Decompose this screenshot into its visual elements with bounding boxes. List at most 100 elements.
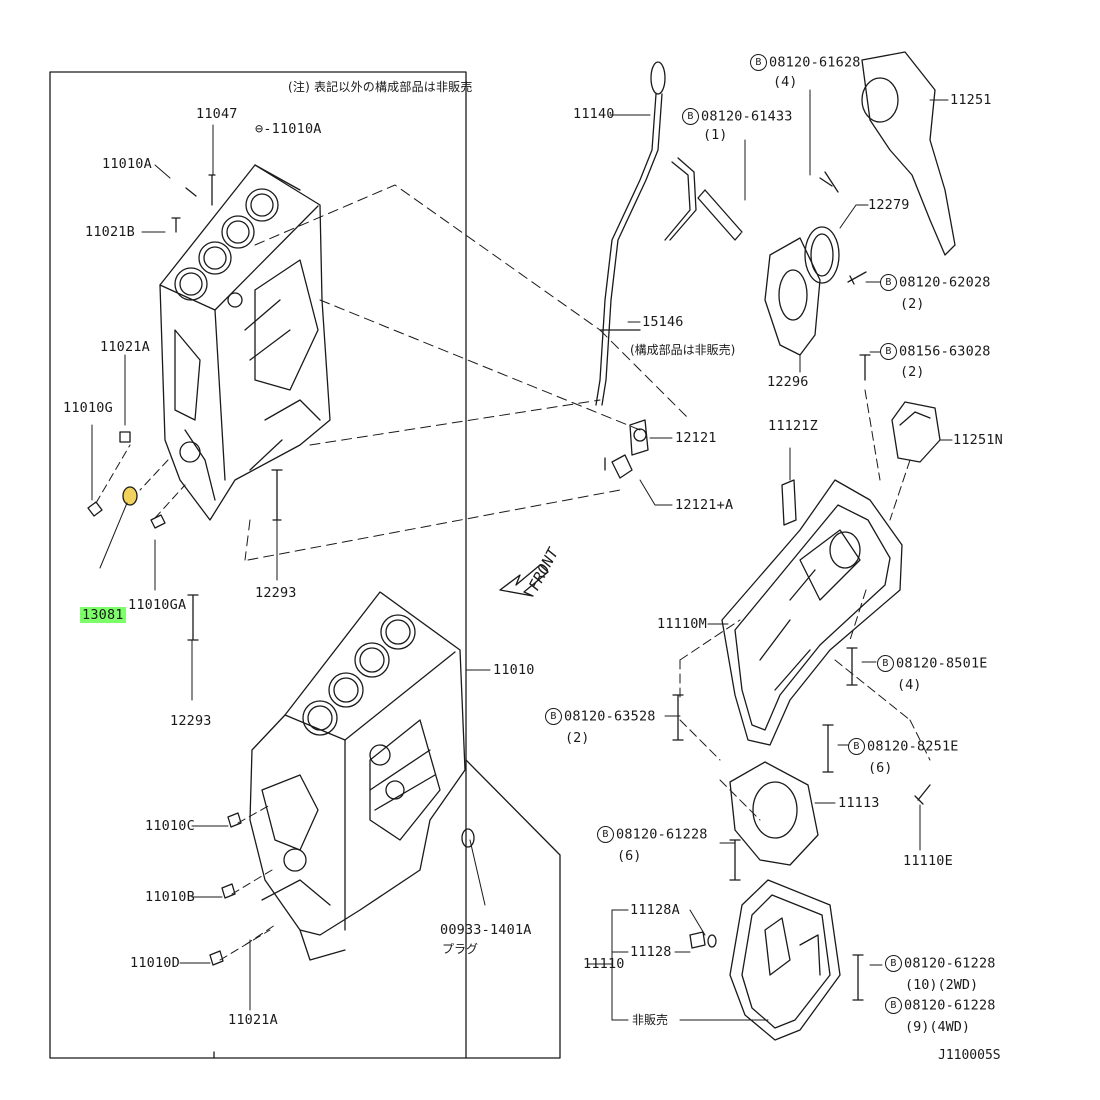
bolt-b-icon: B bbox=[545, 708, 562, 725]
part-label-12293-a[interactable]: 12293 bbox=[255, 585, 297, 601]
part-label-11010[interactable]: 11010 bbox=[493, 662, 535, 678]
part-sublabel-plug: プラグ bbox=[442, 942, 479, 956]
part-label-00933-1401a[interactable]: 00933-1401A bbox=[440, 922, 532, 938]
bolt-08120-61433-shape bbox=[697, 189, 743, 241]
bolt-b-icon: B bbox=[880, 274, 897, 291]
part-sublabel-15146: (構成部品は非販売) bbox=[630, 343, 736, 357]
leaders-gauge bbox=[609, 114, 746, 323]
part-label-11010ga[interactable]: 11010GA bbox=[128, 597, 187, 613]
part-label-11110e[interactable]: 11110E bbox=[903, 853, 953, 869]
part-label-11021b[interactable]: 11021B bbox=[85, 224, 135, 240]
bolts-top-right bbox=[819, 171, 871, 381]
part-label-12296[interactable]: 12296 bbox=[767, 374, 809, 390]
leaders-lower-left-dashed bbox=[219, 804, 276, 961]
part-label-11010c[interactable]: 11010C bbox=[145, 818, 195, 834]
small-parts-lower bbox=[209, 812, 475, 966]
strainer-11121z-drawing bbox=[781, 479, 797, 526]
note-text: (注) 表記以外の構成部品は非販売 bbox=[288, 80, 473, 94]
part-label-11010d[interactable]: 11010D bbox=[130, 955, 180, 971]
leaders-12121 bbox=[639, 437, 673, 506]
quantity-08120-63528: (2) bbox=[565, 730, 590, 746]
part-label-12121a[interactable]: 12121+A bbox=[675, 497, 734, 513]
part-label-15146[interactable]: 15146 bbox=[642, 314, 684, 330]
bolt-b-icon: B bbox=[880, 343, 897, 360]
small-parts-upper bbox=[87, 174, 283, 1059]
highlighted-part-number: 13081 bbox=[80, 607, 126, 623]
part-13081-marker bbox=[122, 486, 138, 506]
bolt-b-icon: B bbox=[885, 955, 902, 972]
part-label-12279[interactable]: 12279 bbox=[868, 197, 910, 213]
oil-pan-lower-11110-drawing bbox=[729, 879, 841, 1041]
bolt-b-icon: B bbox=[877, 655, 894, 672]
part-label-11010a-bolt[interactable]: ⊖-11010A bbox=[255, 121, 322, 137]
retainer-12296-drawing bbox=[764, 237, 821, 356]
part-label-11121z[interactable]: 11121Z bbox=[768, 418, 818, 434]
part-label-11251n[interactable]: 11251N bbox=[953, 432, 1003, 448]
gasket-11113-drawing bbox=[729, 761, 819, 866]
bolt-b-icon: B bbox=[885, 997, 902, 1014]
part-label-11128a[interactable]: 11128A bbox=[630, 902, 680, 918]
quantity-08120-61433: (1) bbox=[703, 127, 728, 143]
part-12121-drawing bbox=[604, 419, 649, 479]
bolt-b-icon: B bbox=[597, 826, 614, 843]
bolt-b-icon: B bbox=[682, 108, 699, 125]
part-label-11047[interactable]: 11047 bbox=[196, 106, 238, 122]
cylinder-block-upper-drawing bbox=[159, 164, 331, 521]
quantity-08156-63028: (2) bbox=[900, 364, 925, 380]
leaders-top-right bbox=[809, 89, 881, 353]
cylinder-block-lower-drawing bbox=[249, 591, 466, 961]
diagram-reference: J110005S bbox=[938, 1048, 1001, 1063]
cover-11251-drawing bbox=[861, 51, 956, 256]
part-label-11110[interactable]: 11110 bbox=[583, 956, 625, 972]
minus-bolt-icon: ⊖- bbox=[255, 121, 272, 137]
not-sold-label: 非販売 bbox=[632, 1013, 669, 1027]
baffle-11251n-drawing bbox=[891, 401, 941, 463]
part-label-11021a-top[interactable]: 11021A bbox=[100, 339, 150, 355]
part-label-11010b[interactable]: 11010B bbox=[145, 889, 195, 905]
part-label-11140[interactable]: 11140 bbox=[573, 106, 615, 122]
part-label-11010g[interactable]: 11010G bbox=[63, 400, 113, 416]
bolts-pan bbox=[672, 647, 931, 1001]
drain-plug-drawing bbox=[689, 931, 717, 949]
oil-pan-upper-11110m-drawing bbox=[721, 479, 903, 746]
leaders-lower-pan bbox=[587, 909, 769, 1021]
part-label-13081[interactable]: 13081 bbox=[80, 607, 126, 623]
quantity-08120-61228-c: (9)(4WD) bbox=[905, 1019, 971, 1035]
part-label-11010a[interactable]: 11010A bbox=[102, 156, 152, 172]
leaders-pan bbox=[664, 661, 921, 966]
quantity-08120-61628: (4) bbox=[773, 74, 798, 90]
group-frame-diagonal bbox=[465, 759, 561, 1059]
part-label-11113[interactable]: 11113 bbox=[838, 795, 880, 811]
bolt-b-icon: B bbox=[848, 738, 865, 755]
dashed-pan-bounds bbox=[679, 389, 931, 821]
projection-lines bbox=[244, 184, 691, 561]
part-label-11110m[interactable]: 11110M bbox=[657, 616, 707, 632]
quantity-08120-62028: (2) bbox=[900, 296, 925, 312]
leaders-lower-left bbox=[179, 669, 491, 1011]
part-label-11021a-bottom[interactable]: 11021A bbox=[228, 1012, 278, 1028]
leader-12279 bbox=[839, 204, 869, 229]
quantity-08120-8501e: (4) bbox=[897, 677, 922, 693]
quantity-08120-61228-a: (6) bbox=[617, 848, 642, 864]
oil-level-gauge-drawing bbox=[595, 61, 697, 406]
bolt-b-icon: B bbox=[750, 54, 767, 71]
part-label-12293-b[interactable]: 12293 bbox=[170, 713, 212, 729]
quantity-08120-8251e: (6) bbox=[868, 760, 893, 776]
seal-12279-drawing bbox=[804, 226, 840, 284]
part-label-12121[interactable]: 12121 bbox=[675, 430, 717, 446]
part-label-11251[interactable]: 11251 bbox=[950, 92, 992, 108]
leaders-upper-left bbox=[91, 124, 278, 701]
part-label-11128[interactable]: 11128 bbox=[630, 944, 672, 960]
